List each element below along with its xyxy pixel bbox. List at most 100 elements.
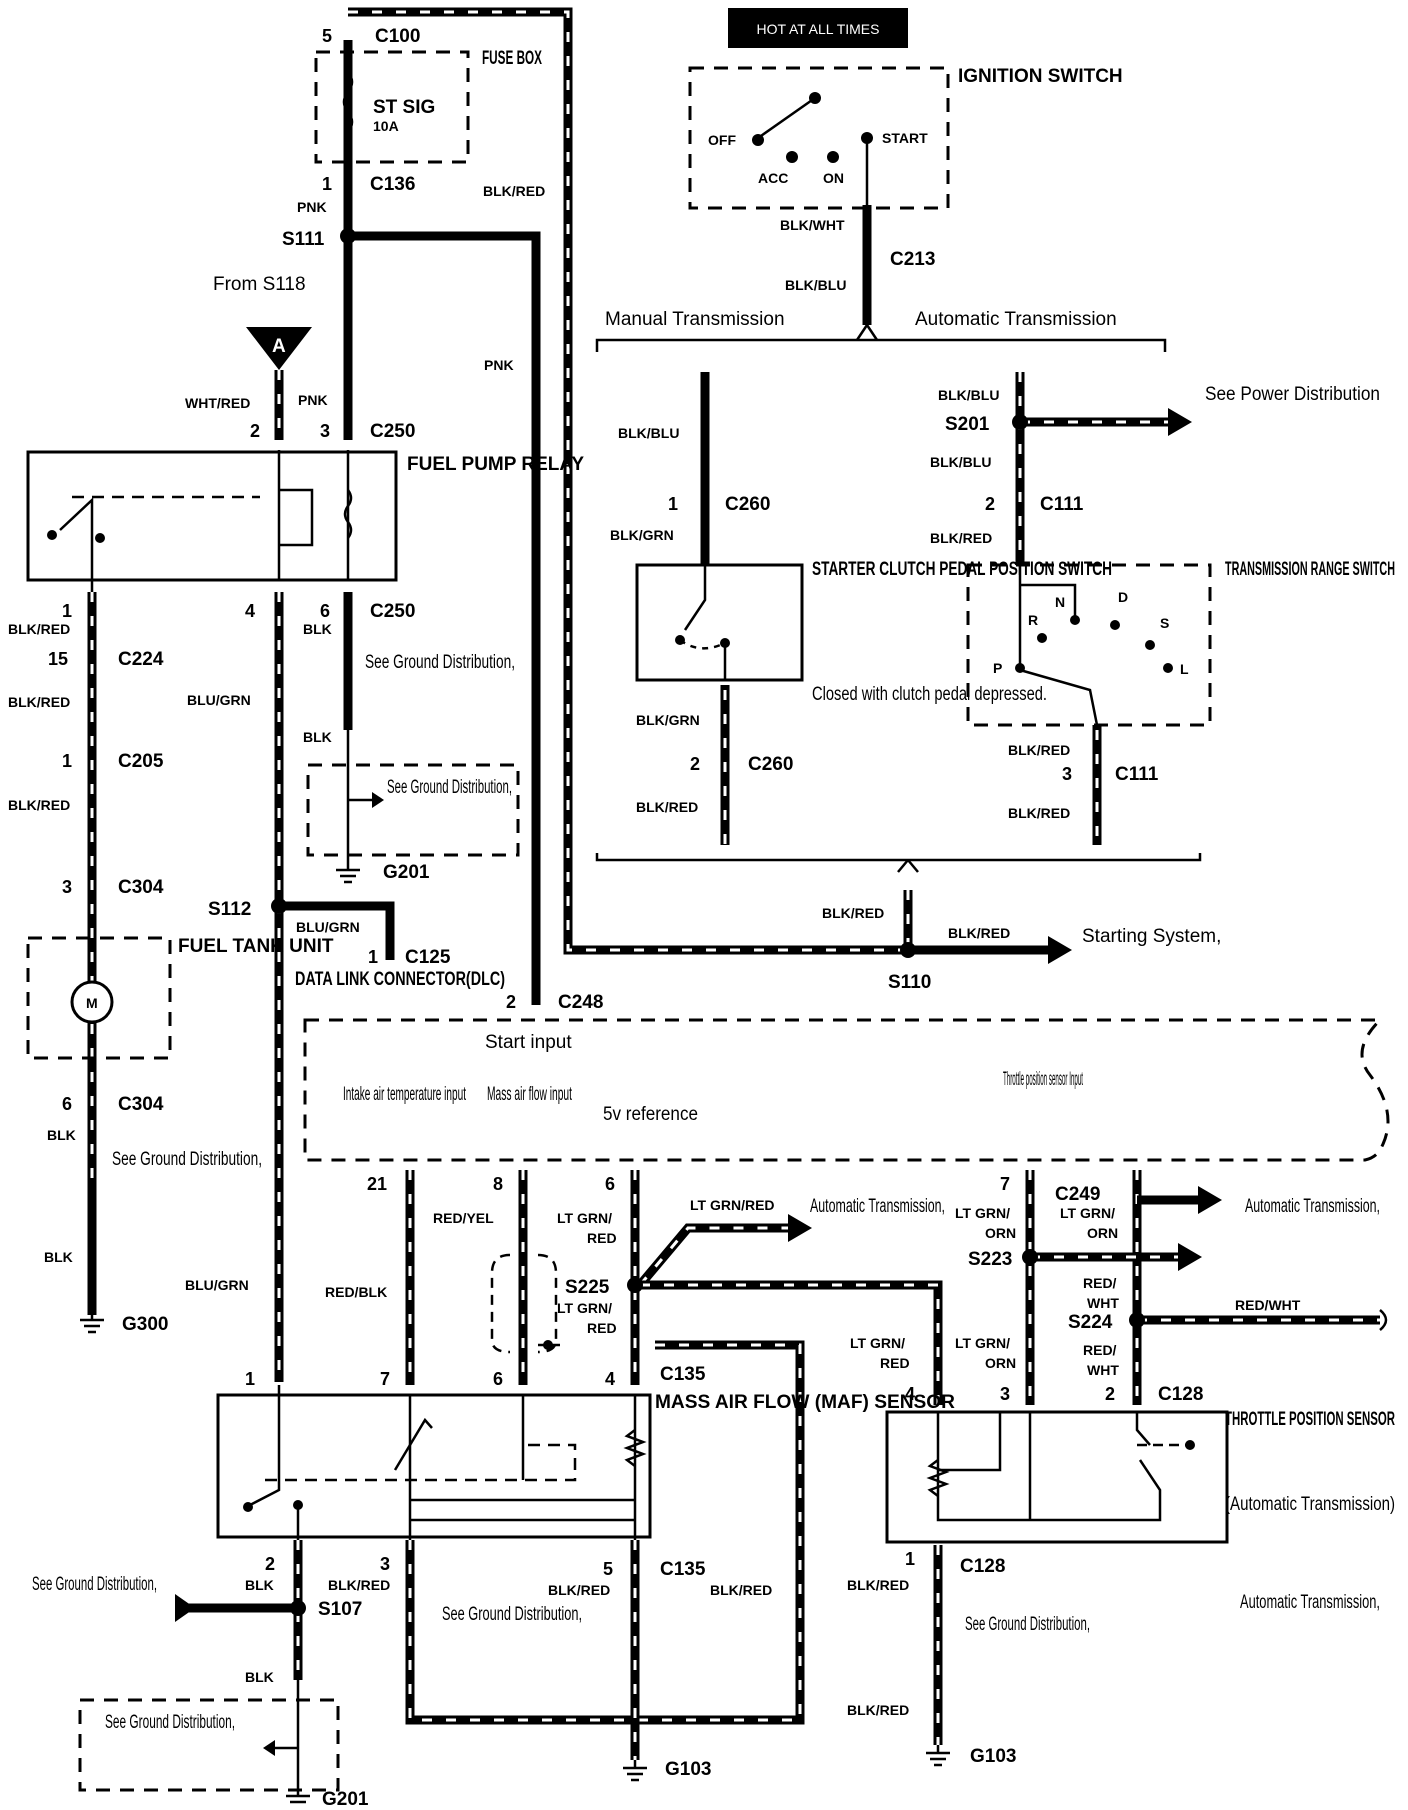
svg-text:1: 1: [905, 1549, 915, 1569]
connector-c248: C248: [558, 992, 603, 1013]
range-pos-s: S: [1160, 615, 1169, 631]
ground-distribution-box-lower: [78, 1698, 340, 1792]
connector-c304-bottom: C304: [118, 1094, 164, 1115]
connector-c128-top: C128: [1158, 1384, 1203, 1405]
tps-sensor-note: (Automatic Transmission): [1225, 1494, 1395, 1515]
auto-trans-note-2: Automatic Transmission,: [1245, 1196, 1380, 1217]
svg-text:6: 6: [605, 1174, 615, 1194]
fuse-rating: 10A: [373, 118, 399, 134]
ignition-pos-start: START: [882, 130, 928, 146]
svg-text:BLK/RED: BLK/RED: [847, 1577, 909, 1593]
svg-text:PNK: PNK: [298, 392, 328, 408]
svg-text:BLK/RED: BLK/RED: [822, 905, 884, 921]
svg-text:BLK: BLK: [303, 621, 332, 637]
svg-text:LT GRN/: LT GRN/: [557, 1300, 612, 1316]
ecm-start-input: Start input: [485, 1032, 572, 1053]
svg-text:WHT: WHT: [1087, 1362, 1119, 1378]
svg-text:BLK/RED: BLK/RED: [636, 799, 698, 815]
connector-c224: C224: [118, 649, 164, 670]
svg-text:BLK/RED: BLK/RED: [8, 797, 70, 813]
connector-c205: C205: [118, 751, 164, 772]
svg-text:2: 2: [265, 1554, 275, 1574]
svg-text:BLK: BLK: [245, 1577, 274, 1593]
arrow-icon: [1198, 1186, 1222, 1214]
svg-text:1: 1: [368, 947, 378, 967]
hot-at-all-times-badge: [728, 8, 908, 48]
svg-text:2: 2: [690, 754, 700, 774]
svg-text:RED/: RED/: [1083, 1275, 1117, 1291]
splice-s224: S224: [1068, 1312, 1113, 1333]
arrow-icon: [1168, 408, 1192, 436]
ground-labels: G201 G300 G103 G103 G201: [122, 862, 1016, 1810]
motor-symbol: M: [86, 995, 98, 1011]
svg-text:1: 1: [322, 174, 332, 194]
svg-text:BLK/GRN: BLK/GRN: [610, 527, 674, 543]
dlc-label: DATA LINK CONNECTOR(DLC): [295, 969, 505, 990]
connector-c100: C100: [375, 26, 420, 47]
connector-c128-bottom: C128: [960, 1556, 1005, 1577]
ignition-switch-label: IGNITION SWITCH: [958, 66, 1123, 87]
ecm-iat-input: Intake air temperature input: [343, 1084, 466, 1105]
wires: [87, 7, 1380, 1760]
connector-labels: C100 C136 C250 C250 C224 C205 C304 C304 …: [118, 26, 1203, 1580]
svg-text:3: 3: [320, 421, 330, 441]
connector-c260-bottom: C260: [748, 754, 793, 775]
manual-trans-heading: Manual Transmission: [605, 309, 785, 330]
svg-text:RED/WHT: RED/WHT: [1235, 1297, 1301, 1313]
fuse-box-label: FUSE BOX: [482, 48, 542, 69]
splice-s110: S110: [888, 972, 931, 993]
svg-text:LT GRN/: LT GRN/: [955, 1205, 1010, 1221]
connector-a-label: A: [272, 336, 286, 357]
ground-g300: G300: [122, 1314, 168, 1335]
ecm-ref-input: 5v reference: [603, 1104, 698, 1125]
arrow-icons: [175, 408, 1388, 1622]
connector-c250-bottom: C250: [370, 601, 415, 622]
svg-text:4: 4: [905, 1384, 915, 1404]
automatic-trans-heading: Automatic Transmission: [915, 309, 1117, 330]
svg-text:5: 5: [603, 1559, 613, 1579]
ground-note-maf: See Ground Distribution,: [442, 1604, 582, 1625]
fuel-tank-unit: [26, 936, 172, 1060]
svg-text:4: 4: [245, 601, 255, 621]
svg-text:4: 4: [605, 1369, 615, 1389]
fuse-icon: [342, 71, 354, 133]
arrow-icon: [1048, 936, 1072, 964]
svg-text:ORN: ORN: [1087, 1225, 1118, 1241]
trans-range-switch-label: TRANSMISSION RANGE SWITCH: [1225, 559, 1395, 580]
starter-switch-note: Closed with clutch pedal depressed.: [812, 684, 1047, 705]
connector-c213: C213: [890, 249, 935, 270]
svg-text:ORN: ORN: [985, 1225, 1016, 1241]
ground-g201-bottom: G201: [322, 1789, 369, 1810]
svg-text:BLU/GRN: BLU/GRN: [296, 919, 360, 935]
connector-c304-top: C304: [118, 877, 164, 898]
splice-dots: [271, 228, 1145, 1616]
svg-text:BLK/RED: BLK/RED: [548, 1582, 610, 1598]
svg-text:BLK: BLK: [303, 729, 332, 745]
svg-text:2: 2: [1105, 1384, 1115, 1404]
ground-icon: [926, 1745, 950, 1767]
from-s118-note: From S118: [213, 274, 306, 295]
svg-text:BLK/RED: BLK/RED: [483, 183, 545, 199]
svg-text:BLK/RED: BLK/RED: [8, 694, 70, 710]
svg-text:8: 8: [493, 1174, 503, 1194]
range-pos-d: D: [1118, 589, 1128, 605]
svg-text:7: 7: [1000, 1174, 1010, 1194]
connector-c250-top: C250: [370, 421, 415, 442]
connector-c249: C249: [1055, 1184, 1100, 1205]
splice-s111: S111: [282, 229, 325, 250]
ground-icon: [286, 1790, 310, 1804]
arrow-icon: [788, 1214, 812, 1242]
ground-icons: [80, 860, 950, 1804]
svg-text:BLK/WHT: BLK/WHT: [780, 217, 845, 233]
svg-text:BLK/BLU: BLK/BLU: [618, 425, 679, 441]
svg-text:BLK/GRN: BLK/GRN: [636, 712, 700, 728]
ground-g103-tps: G103: [970, 1746, 1016, 1767]
splice-s107: S107: [318, 1599, 362, 1620]
svg-text:1: 1: [245, 1369, 255, 1389]
splice-s112: S112: [208, 899, 251, 920]
ground-note-relay: See Ground Distribution,: [365, 652, 515, 673]
fuel-pump-relay-label: FUEL PUMP RELAY: [407, 454, 584, 475]
svg-text:BLU/GRN: BLU/GRN: [185, 1277, 249, 1293]
maf-sensor: [216, 1393, 652, 1539]
range-pos-l: L: [1180, 661, 1189, 677]
